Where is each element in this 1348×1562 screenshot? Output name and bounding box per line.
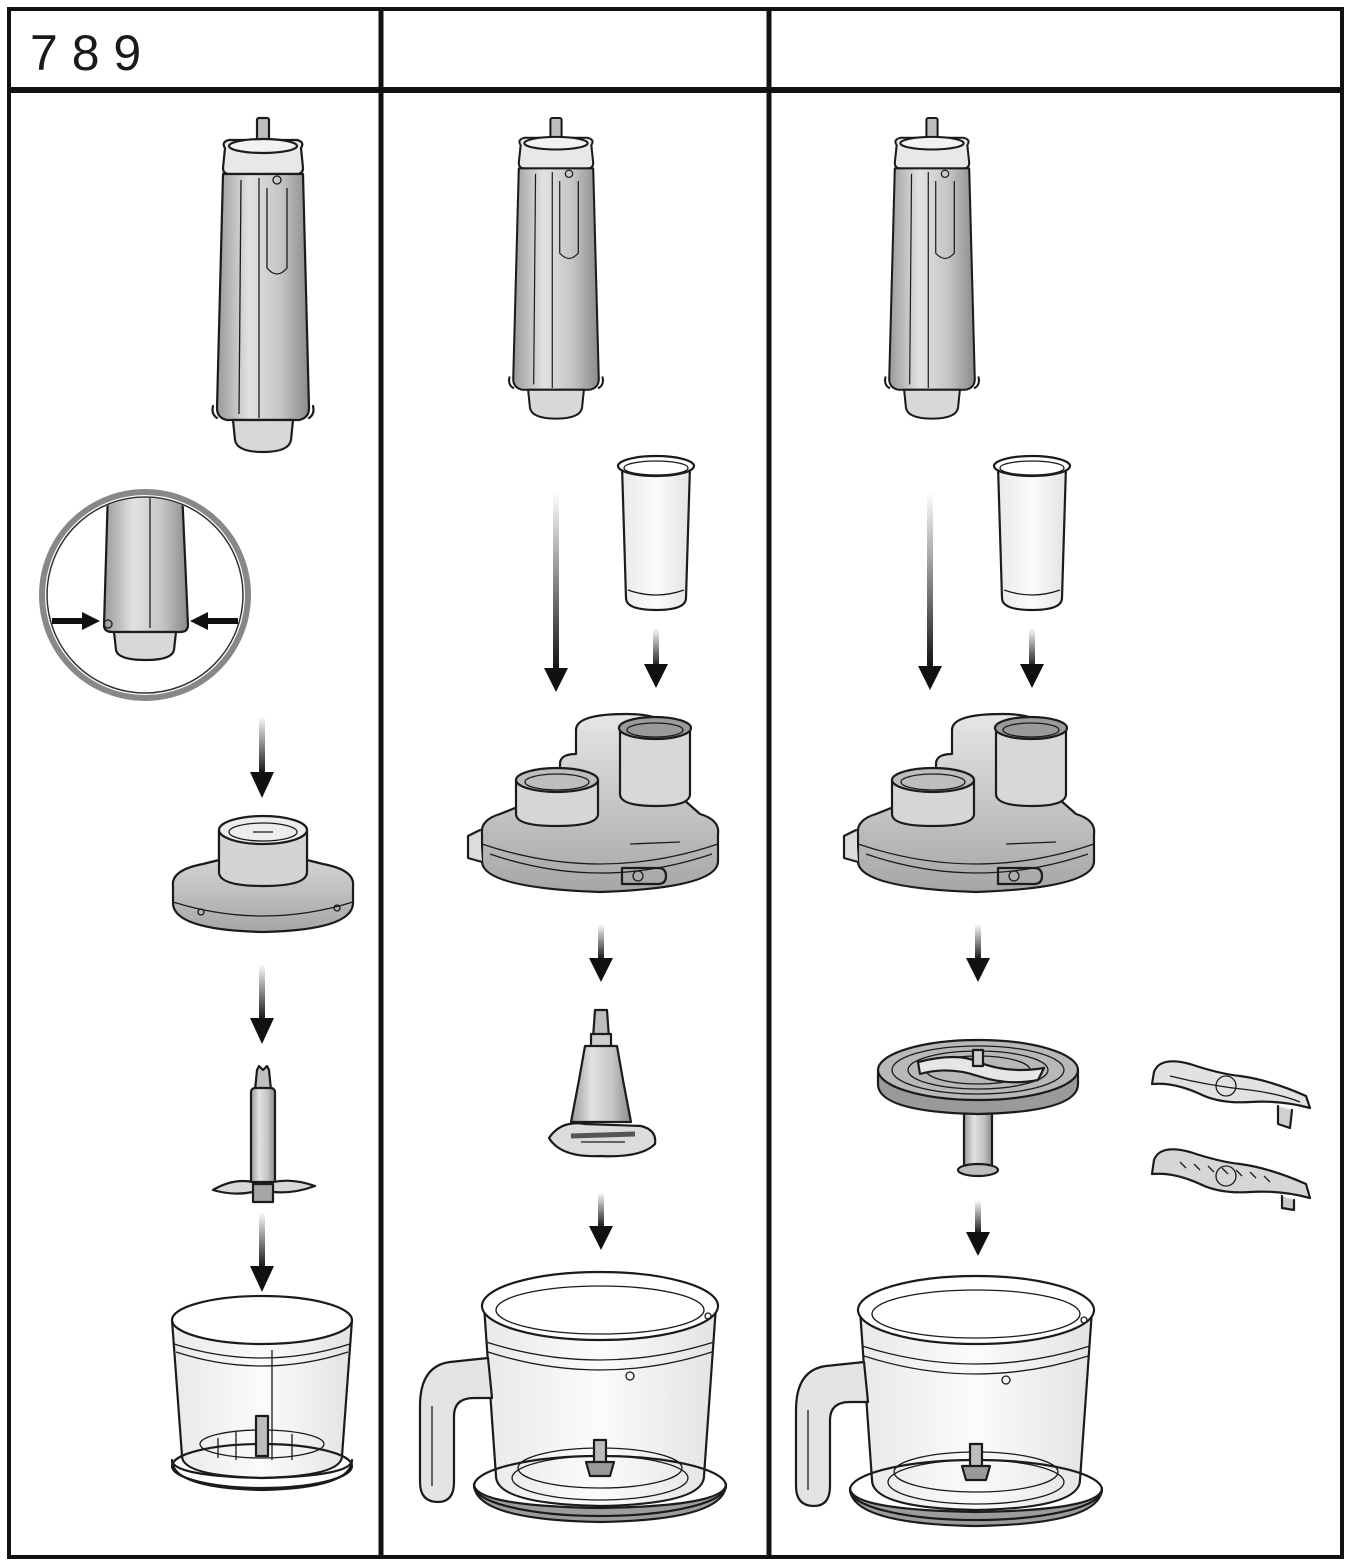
column-3-food-processor-slicing (794, 116, 1312, 1528)
arrow-down-icon (250, 1212, 274, 1292)
processor-blade (547, 1008, 657, 1158)
motor-unit (884, 116, 980, 420)
food-pusher (616, 454, 696, 612)
arrow-down-icon (544, 492, 568, 692)
processor-lid (466, 712, 720, 894)
arrow-down-icon (966, 924, 990, 982)
arrow-down-icon (966, 1200, 990, 1256)
arrow-down-icon (918, 492, 942, 690)
mini-chopper-lid (171, 814, 355, 934)
slicing-insert-top (1150, 1060, 1312, 1130)
arrow-right-icon (52, 612, 100, 630)
mini-chopper-bowl (170, 1294, 354, 1492)
food-pusher (992, 454, 1072, 612)
slicing-disc (876, 1038, 1080, 1178)
arrow-down-icon (644, 628, 668, 688)
slicing-insert-bottom (1150, 1148, 1312, 1212)
arrow-left-icon (190, 612, 238, 630)
table-frame (7, 7, 1344, 1559)
arrow-down-icon (589, 1192, 613, 1250)
motor-unit (508, 116, 604, 420)
arrow-down-icon (589, 924, 613, 982)
chopper-blade (211, 1064, 317, 1204)
detail-magnifier (39, 489, 251, 701)
arrow-down-icon (1020, 628, 1044, 688)
motor-unit (211, 116, 315, 454)
model-numbers-label: 7 8 9 (30, 25, 141, 81)
column-2-food-processor-chopping (418, 116, 728, 1524)
column-1-mini-chopper (39, 116, 355, 1492)
processing-bowl (418, 1270, 728, 1524)
arrow-down-icon (250, 964, 274, 1044)
processing-bowl (794, 1274, 1104, 1528)
arrow-down-icon (250, 716, 274, 798)
processor-lid (842, 712, 1096, 894)
